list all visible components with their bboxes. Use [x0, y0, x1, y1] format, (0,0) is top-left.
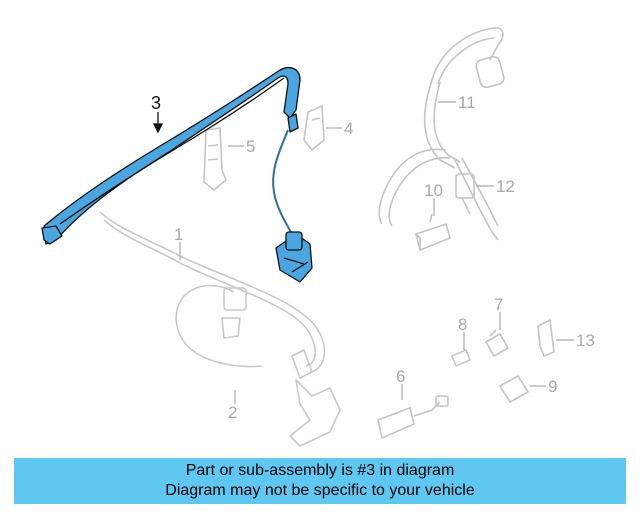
part-10-module: [415, 213, 451, 252]
part-1-wiring-harness: [99, 211, 341, 447]
part-7-clip: [484, 329, 510, 358]
banner-line-2: Diagram may not be specific to your vehi…: [165, 482, 475, 499]
callout-3-leader: [152, 112, 164, 134]
callout-3: 3: [151, 93, 161, 113]
part-8-clip: [450, 348, 472, 368]
callout-1: 1: [174, 225, 183, 244]
callout-8: 8: [458, 315, 467, 334]
callout-6: 6: [396, 367, 405, 386]
callout-4: 4: [344, 119, 353, 138]
part-5-bracket: [203, 127, 227, 192]
callout-10: 10: [424, 181, 443, 200]
callout-leaders: [179, 101, 574, 404]
part-12-buckle-sensor: [455, 173, 475, 215]
banner-line-1: Part or sub-assembly is #3 in diagram: [185, 462, 455, 479]
info-banner: Part or sub-assembly is #3 in diagram Di…: [14, 458, 626, 504]
part-3-curtain-airbag: [41, 66, 313, 283]
callout-12: 12: [496, 177, 515, 196]
part-4-bracket: [303, 104, 325, 152]
part-13-bracket: [537, 318, 555, 358]
parts-diagram: 1 2 3 4 5 6 7 8 9 10 11 12 13: [41, 27, 595, 447]
callout-2: 2: [228, 403, 237, 422]
callout-7: 7: [494, 295, 503, 314]
callout-5: 5: [246, 137, 255, 156]
callout-13: 13: [576, 331, 595, 350]
callout-9: 9: [548, 377, 557, 396]
part-11-shoulder-belt: [378, 27, 505, 241]
part-9-pad: [498, 374, 530, 404]
part-6-sensor: [377, 395, 449, 440]
callout-11: 11: [458, 93, 476, 112]
